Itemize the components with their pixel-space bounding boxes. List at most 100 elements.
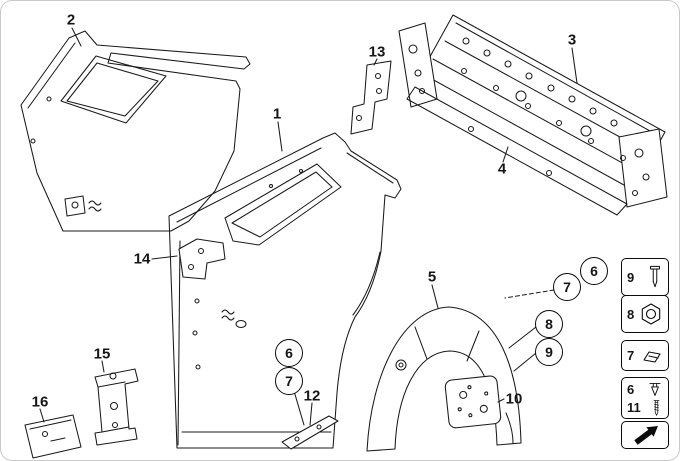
hole bbox=[634, 148, 644, 158]
leader-3 bbox=[571, 47, 578, 84]
hole bbox=[109, 372, 117, 380]
leader-4 bbox=[502, 146, 509, 163]
inner-line-2 bbox=[444, 40, 650, 154]
inner-line-1 bbox=[455, 22, 660, 137]
leader-arch-9 bbox=[513, 352, 537, 372]
hex-nut-icon bbox=[641, 303, 661, 325]
leader-12 bbox=[309, 402, 313, 426]
leader-lines bbox=[39, 27, 578, 426]
hole bbox=[631, 189, 639, 197]
callout-1[interactable]: 1 bbox=[272, 105, 282, 123]
leader-5 bbox=[431, 284, 439, 309]
callout-12[interactable]: 12 bbox=[303, 387, 321, 405]
pillar-inner-line bbox=[27, 42, 76, 109]
callout-3[interactable]: 3 bbox=[567, 31, 577, 49]
grommet-center bbox=[398, 362, 404, 368]
top-inner-line bbox=[176, 147, 322, 223]
bracket-13 bbox=[350, 60, 392, 135]
quarter-panel-small bbox=[20, 30, 251, 232]
legend-box-9[interactable]: 9 bbox=[621, 258, 669, 296]
callout-circle-9-arch[interactable]: 9 bbox=[535, 338, 563, 366]
grommet bbox=[235, 319, 247, 329]
callout-circle-7-arch[interactable]: 7 bbox=[553, 273, 581, 301]
clip-icon bbox=[643, 350, 661, 363]
hole bbox=[111, 421, 119, 429]
right-end-plate bbox=[618, 128, 668, 208]
panel-outline bbox=[20, 30, 251, 232]
callout-circle-8-arch[interactable]: 8 bbox=[535, 310, 563, 338]
hole bbox=[459, 390, 468, 399]
bracket-outline bbox=[94, 368, 139, 446]
leader-16 bbox=[39, 408, 45, 423]
rear-panel-holes bbox=[460, 37, 627, 162]
wheel-arch-liner bbox=[366, 306, 522, 452]
callout-5[interactable]: 5 bbox=[427, 268, 437, 286]
leader-13 bbox=[373, 58, 378, 66]
hole bbox=[197, 247, 205, 255]
legend-box-7[interactable]: 7 bbox=[621, 340, 669, 371]
grommet bbox=[395, 359, 407, 371]
hole bbox=[355, 114, 363, 122]
callout-4[interactable]: 4 bbox=[497, 160, 507, 178]
callout-14[interactable]: 14 bbox=[133, 250, 151, 268]
leader-arch-8 bbox=[508, 326, 537, 349]
cross-member-strip bbox=[406, 86, 628, 216]
window-aperture bbox=[60, 55, 167, 124]
hole bbox=[414, 69, 422, 77]
door-edge-line bbox=[177, 240, 181, 446]
legend-box-8[interactable]: 8 bbox=[621, 295, 669, 333]
hole bbox=[294, 436, 300, 442]
quarter-panel-large bbox=[168, 132, 402, 449]
direction-arrow-icon bbox=[634, 426, 658, 445]
bend-line bbox=[97, 381, 126, 388]
plate-outline bbox=[444, 375, 502, 429]
legend-row-11[interactable]: 11 bbox=[627, 399, 663, 416]
legend-box-6-11[interactable]: 6 11 bbox=[621, 377, 669, 419]
callout-10[interactable]: 10 bbox=[505, 390, 523, 408]
rear-panel bbox=[398, 14, 668, 208]
hole bbox=[374, 72, 382, 80]
left-end-plate bbox=[398, 22, 438, 108]
strip-outline bbox=[406, 86, 628, 216]
legend-row-6[interactable]: 6 bbox=[627, 381, 663, 398]
sealer-mark bbox=[221, 309, 235, 321]
hole bbox=[316, 424, 322, 430]
leader-arch-7-dashed bbox=[504, 289, 555, 299]
inner-line-3 bbox=[432, 58, 638, 172]
legend-box-arrow[interactable] bbox=[621, 421, 669, 449]
window-inner-line bbox=[66, 62, 159, 117]
panel-holes bbox=[192, 168, 304, 370]
legend-number-9: 9 bbox=[627, 269, 635, 285]
callout-circle-6-sill[interactable]: 6 bbox=[275, 339, 303, 367]
legend-number-7: 7 bbox=[627, 348, 635, 363]
hole bbox=[418, 87, 426, 95]
callout-circle-7-sill[interactable]: 7 bbox=[275, 367, 303, 395]
legend-number-11: 11 bbox=[627, 399, 641, 415]
hole bbox=[71, 201, 79, 209]
callout-13[interactable]: 13 bbox=[368, 43, 386, 61]
legend-number-6: 6 bbox=[627, 381, 635, 397]
hole bbox=[642, 173, 650, 181]
plate-16 bbox=[24, 414, 82, 459]
callout-circle-6-arch[interactable]: 6 bbox=[580, 257, 608, 285]
callout-2[interactable]: 2 bbox=[66, 11, 76, 29]
legend-number-8: 8 bbox=[627, 306, 635, 322]
hole bbox=[479, 404, 488, 413]
bracket-14 bbox=[178, 238, 226, 280]
hole bbox=[109, 401, 119, 411]
sealer-mark bbox=[88, 200, 102, 212]
cover-plate-10 bbox=[444, 375, 502, 429]
leader-sill-7 bbox=[293, 390, 305, 426]
callout-16[interactable]: 16 bbox=[31, 393, 49, 411]
window-aperture bbox=[224, 163, 342, 246]
inner-line bbox=[29, 419, 72, 430]
slot bbox=[50, 437, 66, 442]
leader-15 bbox=[101, 360, 105, 373]
seam-line bbox=[466, 330, 480, 362]
mount-bracket-detail bbox=[64, 195, 86, 217]
callout-15[interactable]: 15 bbox=[93, 345, 111, 363]
plate-outline bbox=[24, 414, 82, 459]
hole bbox=[41, 430, 49, 438]
